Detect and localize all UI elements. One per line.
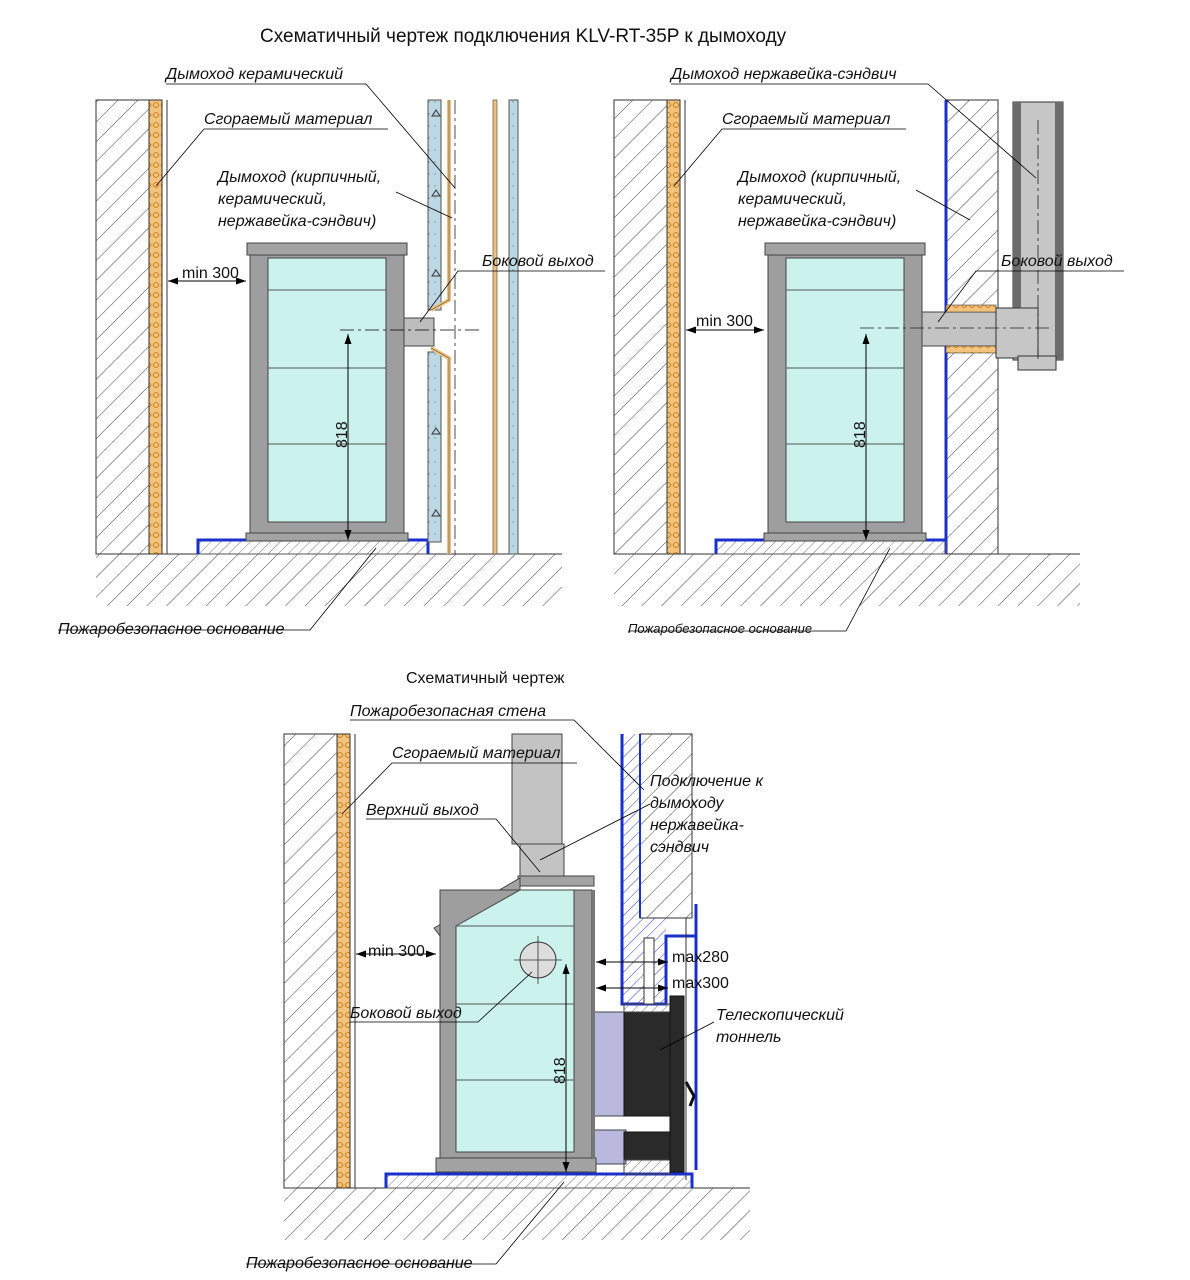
label-connection-4: сэндвич: [650, 839, 709, 856]
label-combustible-2: Сгораемый материал: [722, 111, 890, 128]
dim-min-300: min 300: [182, 265, 239, 282]
fire-wall-blue: [622, 734, 640, 1004]
fireproof-base-2: [715, 540, 947, 555]
side-outlet-pipe: [403, 317, 435, 347]
label-connection-1: Подключение к: [650, 773, 764, 790]
fire-wall-upper: [639, 733, 693, 919]
dim-818: 818: [334, 421, 351, 448]
combustible-wall-2: [613, 99, 668, 555]
combustible-wall-3: [283, 733, 338, 1189]
label-side-outlet: Боковой выход: [482, 253, 594, 270]
floor-3: [284, 1188, 750, 1240]
main-title: Схематичный чертеж подключения KLV-RT-35…: [260, 26, 787, 47]
dim-min-300-3: min 300: [368, 943, 425, 960]
floor: [96, 554, 562, 606]
label-chimney-types2-2: керамический,: [738, 191, 847, 208]
stove-glass: [267, 257, 387, 523]
combustible-insulation: [148, 99, 163, 555]
label-tunnel-1: Телескопический: [716, 1007, 844, 1024]
dim-818-2: 818: [852, 421, 869, 448]
label-sandwich-chimney: Дымоход нержавейка-сэндвич: [669, 66, 897, 83]
label-fire-wall: Пожаробезопасная стена: [350, 703, 546, 720]
label-side-outlet-3: Боковой выход: [350, 1005, 462, 1022]
ceramic-chimney-inner: [427, 99, 442, 311]
fireproof-base: [197, 540, 429, 555]
fireproof-base-3: [385, 1173, 693, 1189]
dim-max-300: max300: [672, 975, 729, 992]
label-chimney-types-1: Дымоход (кирпичный,: [216, 169, 381, 186]
floor-2: [614, 554, 1080, 606]
stove-glass-3: [455, 889, 575, 1153]
stove-glass-2: [785, 257, 905, 523]
label-connection-2: дымоходу: [650, 795, 725, 812]
label-connection-3: нержавейка-: [650, 817, 744, 834]
combustible-insulation-3: [336, 733, 351, 1189]
subtitle: Схематичный чертеж: [406, 670, 565, 687]
diagram-telescopic-tunnel: Схематичный чертеж: [246, 670, 844, 1272]
label-fireproof-base: Пожаробезопасное основание: [58, 621, 285, 638]
telescopic-tunnel: [623, 1011, 671, 1117]
dim-max-280: max280: [672, 949, 729, 966]
stove-top-3: [517, 875, 595, 887]
telescopic-body: [593, 1011, 627, 1117]
label-top-outlet: Верхний выход: [366, 802, 479, 819]
label-side-outlet-2: Боковой выход: [1001, 253, 1113, 270]
label-chimney-types2-1: Дымоход (кирпичный,: [736, 169, 901, 186]
combustible-wall: [95, 99, 150, 555]
label-chimney-types-3: нержавейка-сэндвич): [218, 213, 376, 230]
dim-min-300-2: min 300: [696, 313, 753, 330]
stove-top-2: [764, 242, 926, 256]
diagram-ceramic-chimney: min 300 818 Дымоход керамический Сгораем…: [58, 66, 605, 638]
top-outlet-pipe: [511, 733, 563, 845]
label-tunnel-2: тоннель: [716, 1029, 781, 1046]
diagram-sandwich-chimney: min 300 818 Дымоход нержавейка-сэндвич С…: [613, 66, 1124, 636]
dim-818-3: 818: [552, 1057, 569, 1084]
label-fireproof-base-2: Пожаробезопасное основание: [628, 621, 812, 636]
stove-top: [246, 242, 408, 256]
label-fireproof-base-3: Пожаробезопасное основание: [246, 1255, 473, 1272]
label-ceramic-chimney: Дымоход керамический: [164, 66, 343, 83]
label-combustible: Сгораемый материал: [204, 111, 372, 128]
combustible-insulation-2: [666, 99, 681, 555]
label-chimney-types-2: керамический,: [218, 191, 327, 208]
label-combustible-3: Сгораемый материал: [392, 745, 560, 762]
label-chimney-types2-3: нержавейка-сэндвич): [738, 213, 896, 230]
